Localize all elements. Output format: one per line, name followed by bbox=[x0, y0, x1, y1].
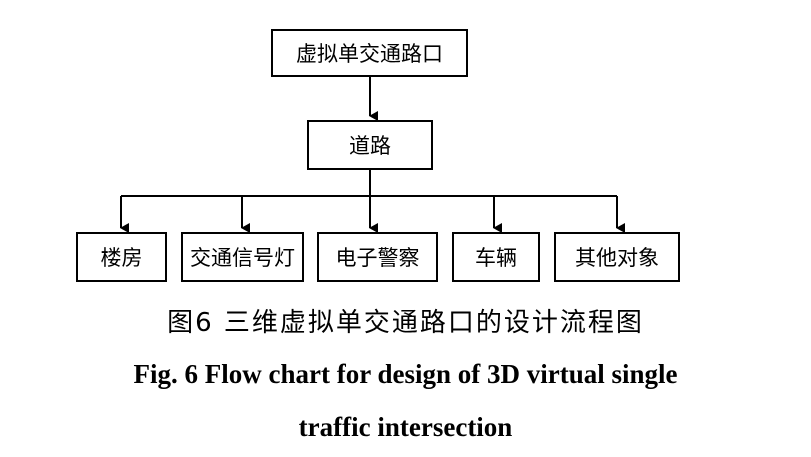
node-electronic-police: 电子警察 bbox=[317, 232, 438, 282]
node-building: 楼房 bbox=[76, 232, 167, 282]
caption-english-line1: Fig. 6 Flow chart for design of 3D virtu… bbox=[133, 359, 678, 389]
node-root: 虚拟单交通路口 bbox=[271, 29, 468, 77]
node-vehicle: 车辆 bbox=[452, 232, 540, 282]
node-road: 道路 bbox=[307, 120, 433, 170]
caption-chinese: 图6 三维虚拟单交通路口的设计流程图 bbox=[167, 308, 644, 338]
node-other-objects: 其他对象 bbox=[554, 232, 680, 282]
connector-lines bbox=[120, 77, 625, 233]
flow-diagram: 虚拟单交通路口 道路 楼房 交通信号灯 电子警察 车辆 其他对象 bbox=[76, 29, 680, 282]
caption-english-line2: traffic intersection bbox=[298, 412, 513, 442]
node-traffic-light: 交通信号灯 bbox=[181, 232, 304, 282]
